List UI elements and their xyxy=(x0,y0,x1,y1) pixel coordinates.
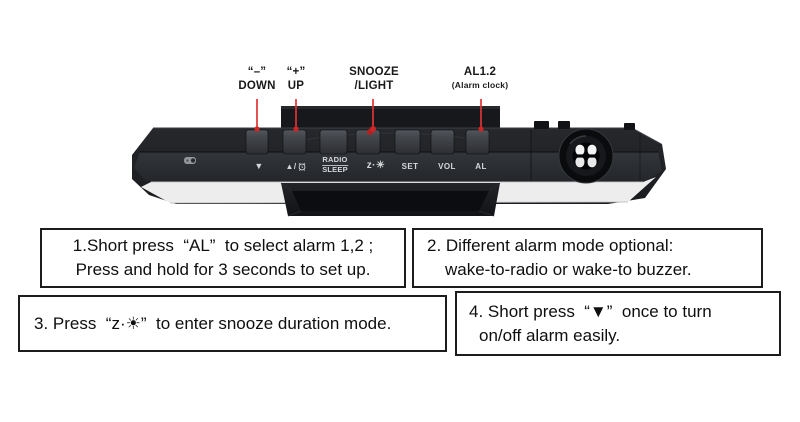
instruction-2-line-2: wake-to-radio or wake-to buzzer. xyxy=(445,260,692,279)
instruction-2-line-1: 2. Different alarm mode optional: xyxy=(427,236,674,255)
instruction-3-line-1: 3. Press “z·☀” to enter snooze duration … xyxy=(34,313,392,333)
callout-alarm-line1: AL1.2 xyxy=(463,66,497,78)
up-button-label-text: ▲/ xyxy=(285,162,297,171)
instruction-box-2: 2. Different alarm mode optional: wake-t… xyxy=(412,228,763,288)
pointer-line-up xyxy=(293,99,299,132)
device-back-panel xyxy=(281,106,500,130)
radio-label: RADIO xyxy=(322,155,348,166)
al-button-label: AL xyxy=(475,162,487,171)
up-button xyxy=(282,129,307,155)
instruction-1-line-1: 1.Short press “AL” to select alarm 1,2 ; xyxy=(72,236,374,255)
instruction-1-line-2: Press and hold for 3 seconds to set up. xyxy=(75,260,371,279)
instruction-4-line-2: on/off alarm easily. xyxy=(479,325,621,345)
callout-up-label: UP xyxy=(287,79,305,92)
alarm-clock-icon xyxy=(298,162,306,171)
callout-snooze: SNOOZE /LIGHT xyxy=(349,66,399,93)
volume-button xyxy=(430,129,455,155)
snooze-sun-icon: z·☀ xyxy=(366,160,386,171)
pointer-line-snooze xyxy=(370,99,376,132)
set-button-label: SET xyxy=(401,162,419,171)
instruction-box-3: 3. Press “z·☀” to enter snooze duration … xyxy=(18,295,447,352)
device-stand xyxy=(280,182,501,217)
callout-down-symbol: “–” xyxy=(247,66,267,78)
pointer-line-alarm xyxy=(478,99,484,132)
device-buttons xyxy=(245,129,490,155)
radio-sleep-button xyxy=(319,129,348,155)
pointer-line-down xyxy=(254,99,260,132)
sleep-label: SLEEP xyxy=(322,165,348,174)
projection-icon xyxy=(184,157,196,164)
instruction-4-line-1: 4. Short press “▼” once to turn xyxy=(469,301,712,321)
down-button xyxy=(245,129,269,155)
radio-sleep-button-label: RADIO SLEEP xyxy=(322,155,348,175)
instruction-box-4: 4. Short press “▼” once to turn on/off a… xyxy=(455,291,781,356)
callout-up-symbol: “+” xyxy=(286,66,306,78)
callout-alarm-line2: (Alarm clock) xyxy=(451,79,509,90)
callout-down: “–” DOWN xyxy=(238,66,275,93)
up-button-label: ▲/ xyxy=(286,162,307,171)
callout-down-label: DOWN xyxy=(238,79,276,92)
callout-alarm: AL1.2 (Alarm clock) xyxy=(452,66,508,91)
down-button-label: ▼ xyxy=(254,161,264,171)
set-button xyxy=(394,129,421,155)
instruction-box-1: 1.Short press “AL” to select alarm 1,2 ;… xyxy=(40,228,406,288)
callout-snooze-line2: /LIGHT xyxy=(354,79,394,92)
vol-button-label: VOL xyxy=(438,162,456,171)
snooze-button-label: z·☀ xyxy=(366,160,386,171)
alarm-button xyxy=(465,129,490,155)
pointer-lines xyxy=(254,99,484,132)
projection-lens xyxy=(558,128,614,184)
callout-snooze-line1: SNOOZE xyxy=(349,66,399,78)
callout-up: “+” UP xyxy=(287,66,306,93)
